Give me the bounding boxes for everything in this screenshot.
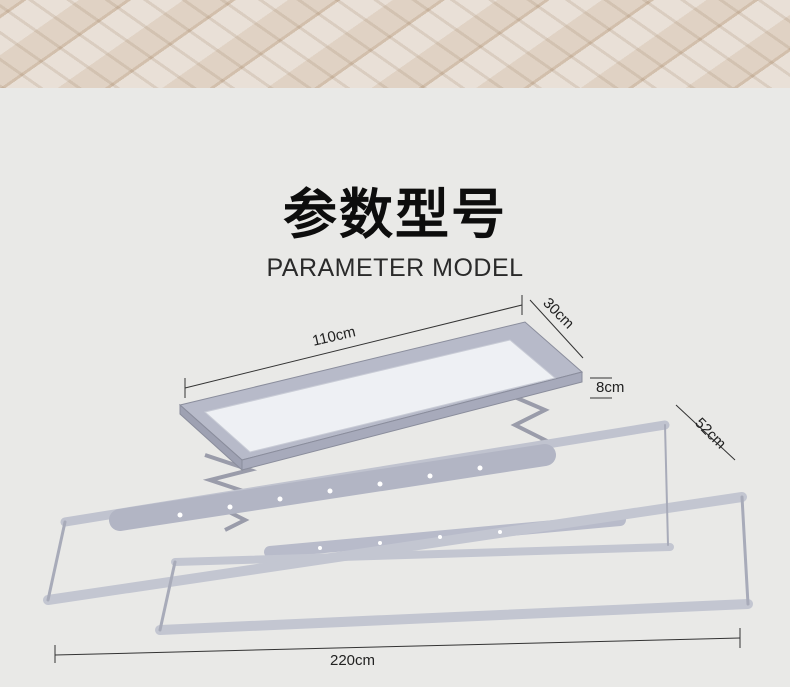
page-title: 参数型号: [283, 183, 507, 246]
rack: [43, 321, 753, 635]
dimension-lines: [54, 295, 741, 663]
page-subtitle: PARAMETER MODEL: [266, 254, 524, 282]
dimension-height-label: 8cm: [596, 379, 625, 396]
dimension-total-length-label: 220cm: [330, 652, 376, 669]
wood-floor-banner: [0, 0, 790, 88]
